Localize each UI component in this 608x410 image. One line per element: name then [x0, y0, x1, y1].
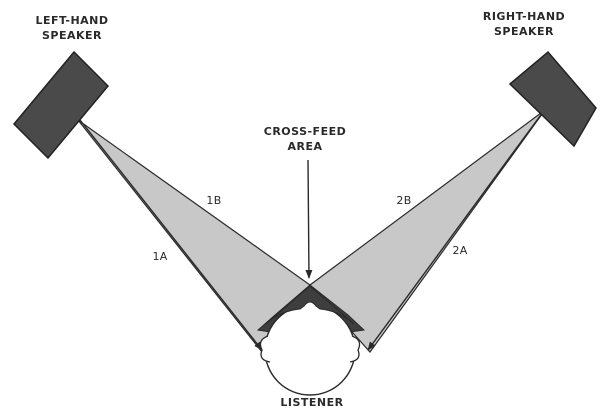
- path-2b-label: 2B: [396, 194, 411, 207]
- listener-head: [265, 305, 355, 395]
- crossfeed-pointer-arrow: [308, 160, 309, 278]
- right-speaker-label-line2: SPEAKER: [494, 25, 554, 38]
- left-speaker-label-line1: LEFT-HAND: [35, 14, 108, 27]
- crossfeed-label-line1: CROSS-FEED: [264, 125, 346, 138]
- crossfeed-label-line2: AREA: [287, 140, 322, 153]
- listener-label: LISTENER: [280, 396, 343, 409]
- path-1b-label: 1B: [206, 194, 221, 207]
- path-1a-label: 1A: [152, 250, 167, 263]
- right-speaker-label-line1: RIGHT-HAND: [483, 10, 565, 23]
- path-2a-label: 2A: [452, 244, 467, 257]
- left-speaker: [14, 52, 108, 158]
- left-speaker-label-line2: SPEAKER: [42, 29, 102, 42]
